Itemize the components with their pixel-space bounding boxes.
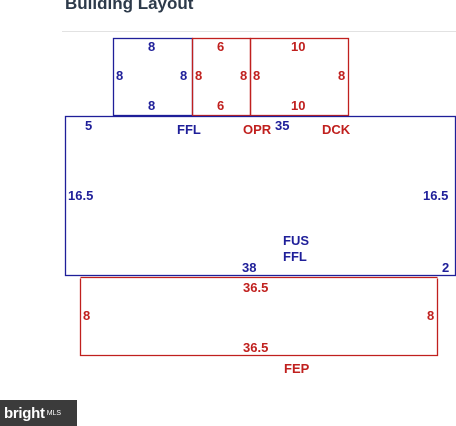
dim-label: 6 (217, 98, 224, 113)
room-name-ffl: FFL (283, 249, 307, 264)
dim-label: 8 (427, 308, 434, 323)
dim-label: 8 (240, 68, 247, 83)
room-dck (249, 37, 350, 117)
dim-label: 8 (180, 68, 187, 83)
dim-label: 10 (291, 98, 305, 113)
room-fep (79, 278, 439, 357)
bright-mls-watermark: bright MLS (0, 400, 77, 426)
dim-label: 8 (116, 68, 123, 83)
room-name-ffl: FFL (177, 122, 201, 137)
dim-label: 38 (242, 260, 256, 275)
dim-label: 2 (442, 260, 449, 275)
dim-label: 16.5 (68, 188, 93, 203)
dim-label: 10 (291, 39, 305, 54)
dim-label: 36.5 (243, 280, 268, 295)
dim-label: 16.5 (423, 188, 448, 203)
dim-label: 8 (338, 68, 345, 83)
dim-label: 8 (148, 39, 155, 54)
dim-label: 6 (217, 39, 224, 54)
title-divider (62, 31, 456, 32)
dim-label: 8 (253, 68, 260, 83)
room-name-dck: DCK (322, 122, 351, 137)
room-name-fep: FEP (284, 361, 310, 376)
watermark-sub: MLS (46, 409, 62, 417)
room-name-fus: FUS (283, 233, 309, 248)
room-fus-ffl (64, 115, 456, 277)
watermark-logo: bright (4, 404, 45, 422)
room-name-opr: OPR (243, 122, 272, 137)
dim-label: 8 (83, 308, 90, 323)
dim-label: 36.5 (243, 340, 268, 355)
dim-label: 35 (275, 118, 289, 133)
dim-label: 5 (85, 118, 92, 133)
page-title: Building Layout (65, 0, 194, 13)
dim-label: 8 (195, 68, 202, 83)
dim-label: 8 (148, 98, 155, 113)
